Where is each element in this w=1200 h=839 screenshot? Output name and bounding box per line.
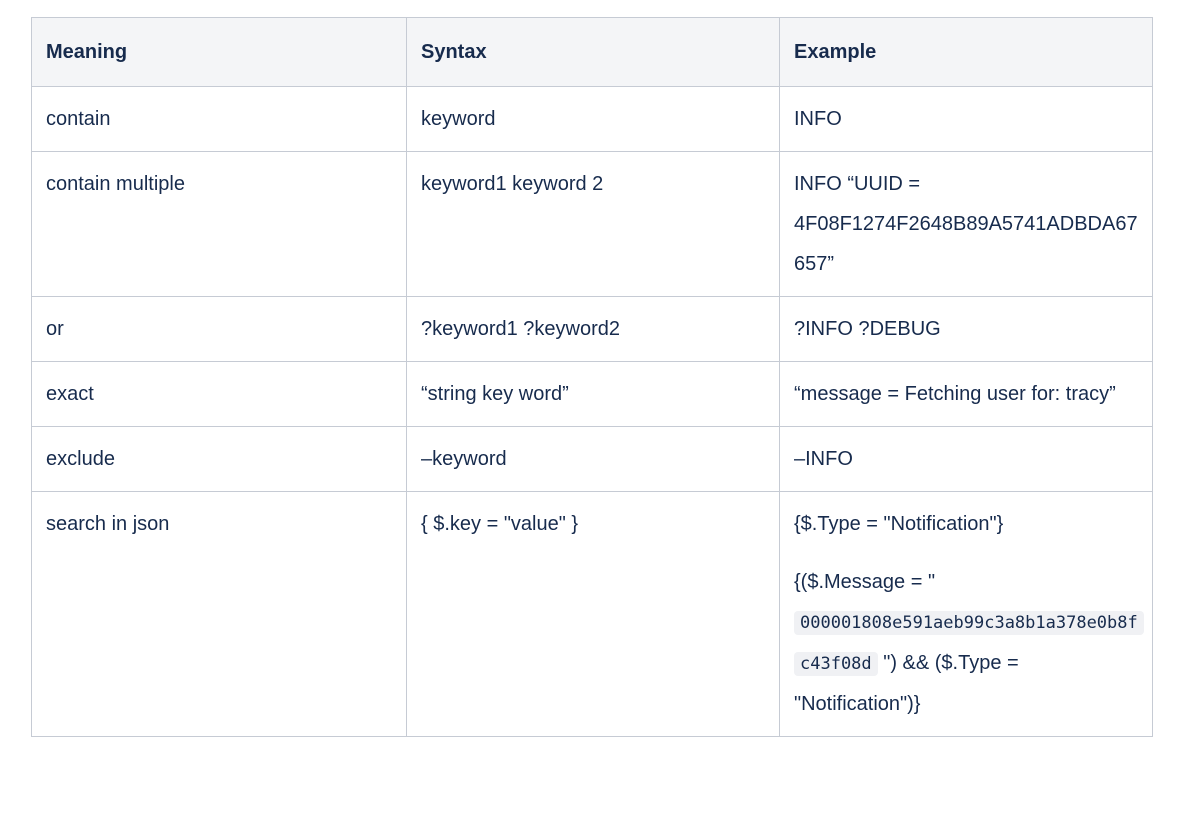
cell-meaning: contain multiple (31, 151, 407, 297)
example-paragraph: “message = Fetching user for: tracy” (794, 383, 1116, 405)
cell-meaning: or (31, 296, 407, 362)
cell-meaning: search in json (31, 491, 407, 737)
column-header-syntax: Syntax (406, 17, 780, 87)
column-header-example: Example (779, 17, 1153, 87)
column-header-meaning: Meaning (31, 17, 407, 87)
inline-code: 000001808e591aeb99c3a8b1a378e0b8fc43f08d (794, 611, 1144, 676)
table-row: or?keyword1 ?keyword2 ?INFO ?DEBUG (31, 296, 1153, 362)
table-row: exact“string key word” “message = Fetchin… (31, 361, 1153, 427)
cell-syntax: keyword (406, 86, 780, 152)
cell-syntax: “string key word” (406, 361, 780, 427)
cell-example: INFO “UUID = 4F08F1274F2648B89A5741ADBDA… (779, 151, 1153, 297)
header-row: Meaning Syntax Example (31, 17, 1153, 87)
cell-syntax: ?keyword1 ?keyword2 (406, 296, 780, 362)
table-header: Meaning Syntax Example (31, 17, 1153, 87)
example-paragraph: ?INFO ?DEBUG (794, 318, 941, 340)
cell-syntax: keyword1 keyword 2 (406, 151, 780, 297)
cell-syntax: { $.key = "value" } (406, 491, 780, 737)
cell-syntax: –keyword (406, 426, 780, 492)
table-row: search in json{ $.key = "value" }{$.Type… (31, 491, 1153, 737)
example-paragraph: INFO “UUID = 4F08F1274F2648B89A5741ADBDA… (794, 173, 1138, 275)
example-paragraph: {($.Message = " 000001808e591aeb99c3a8b1… (794, 562, 1144, 724)
cell-example: {$.Type = "Notification"} {($.Message = "… (779, 491, 1153, 737)
cell-example: “message = Fetching user for: tracy” (779, 361, 1153, 427)
cell-example: –INFO (779, 426, 1153, 492)
cell-meaning: contain (31, 86, 407, 152)
cell-meaning: exclude (31, 426, 407, 492)
example-paragraph: INFO (794, 108, 842, 130)
table-row: exclude–keyword –INFO (31, 426, 1153, 492)
example-paragraph: –INFO (794, 448, 853, 470)
cell-example: INFO (779, 86, 1153, 152)
cell-example: ?INFO ?DEBUG (779, 296, 1153, 362)
example-paragraph: {$.Type = "Notification"} (794, 513, 1004, 535)
cell-meaning: exact (31, 361, 407, 427)
